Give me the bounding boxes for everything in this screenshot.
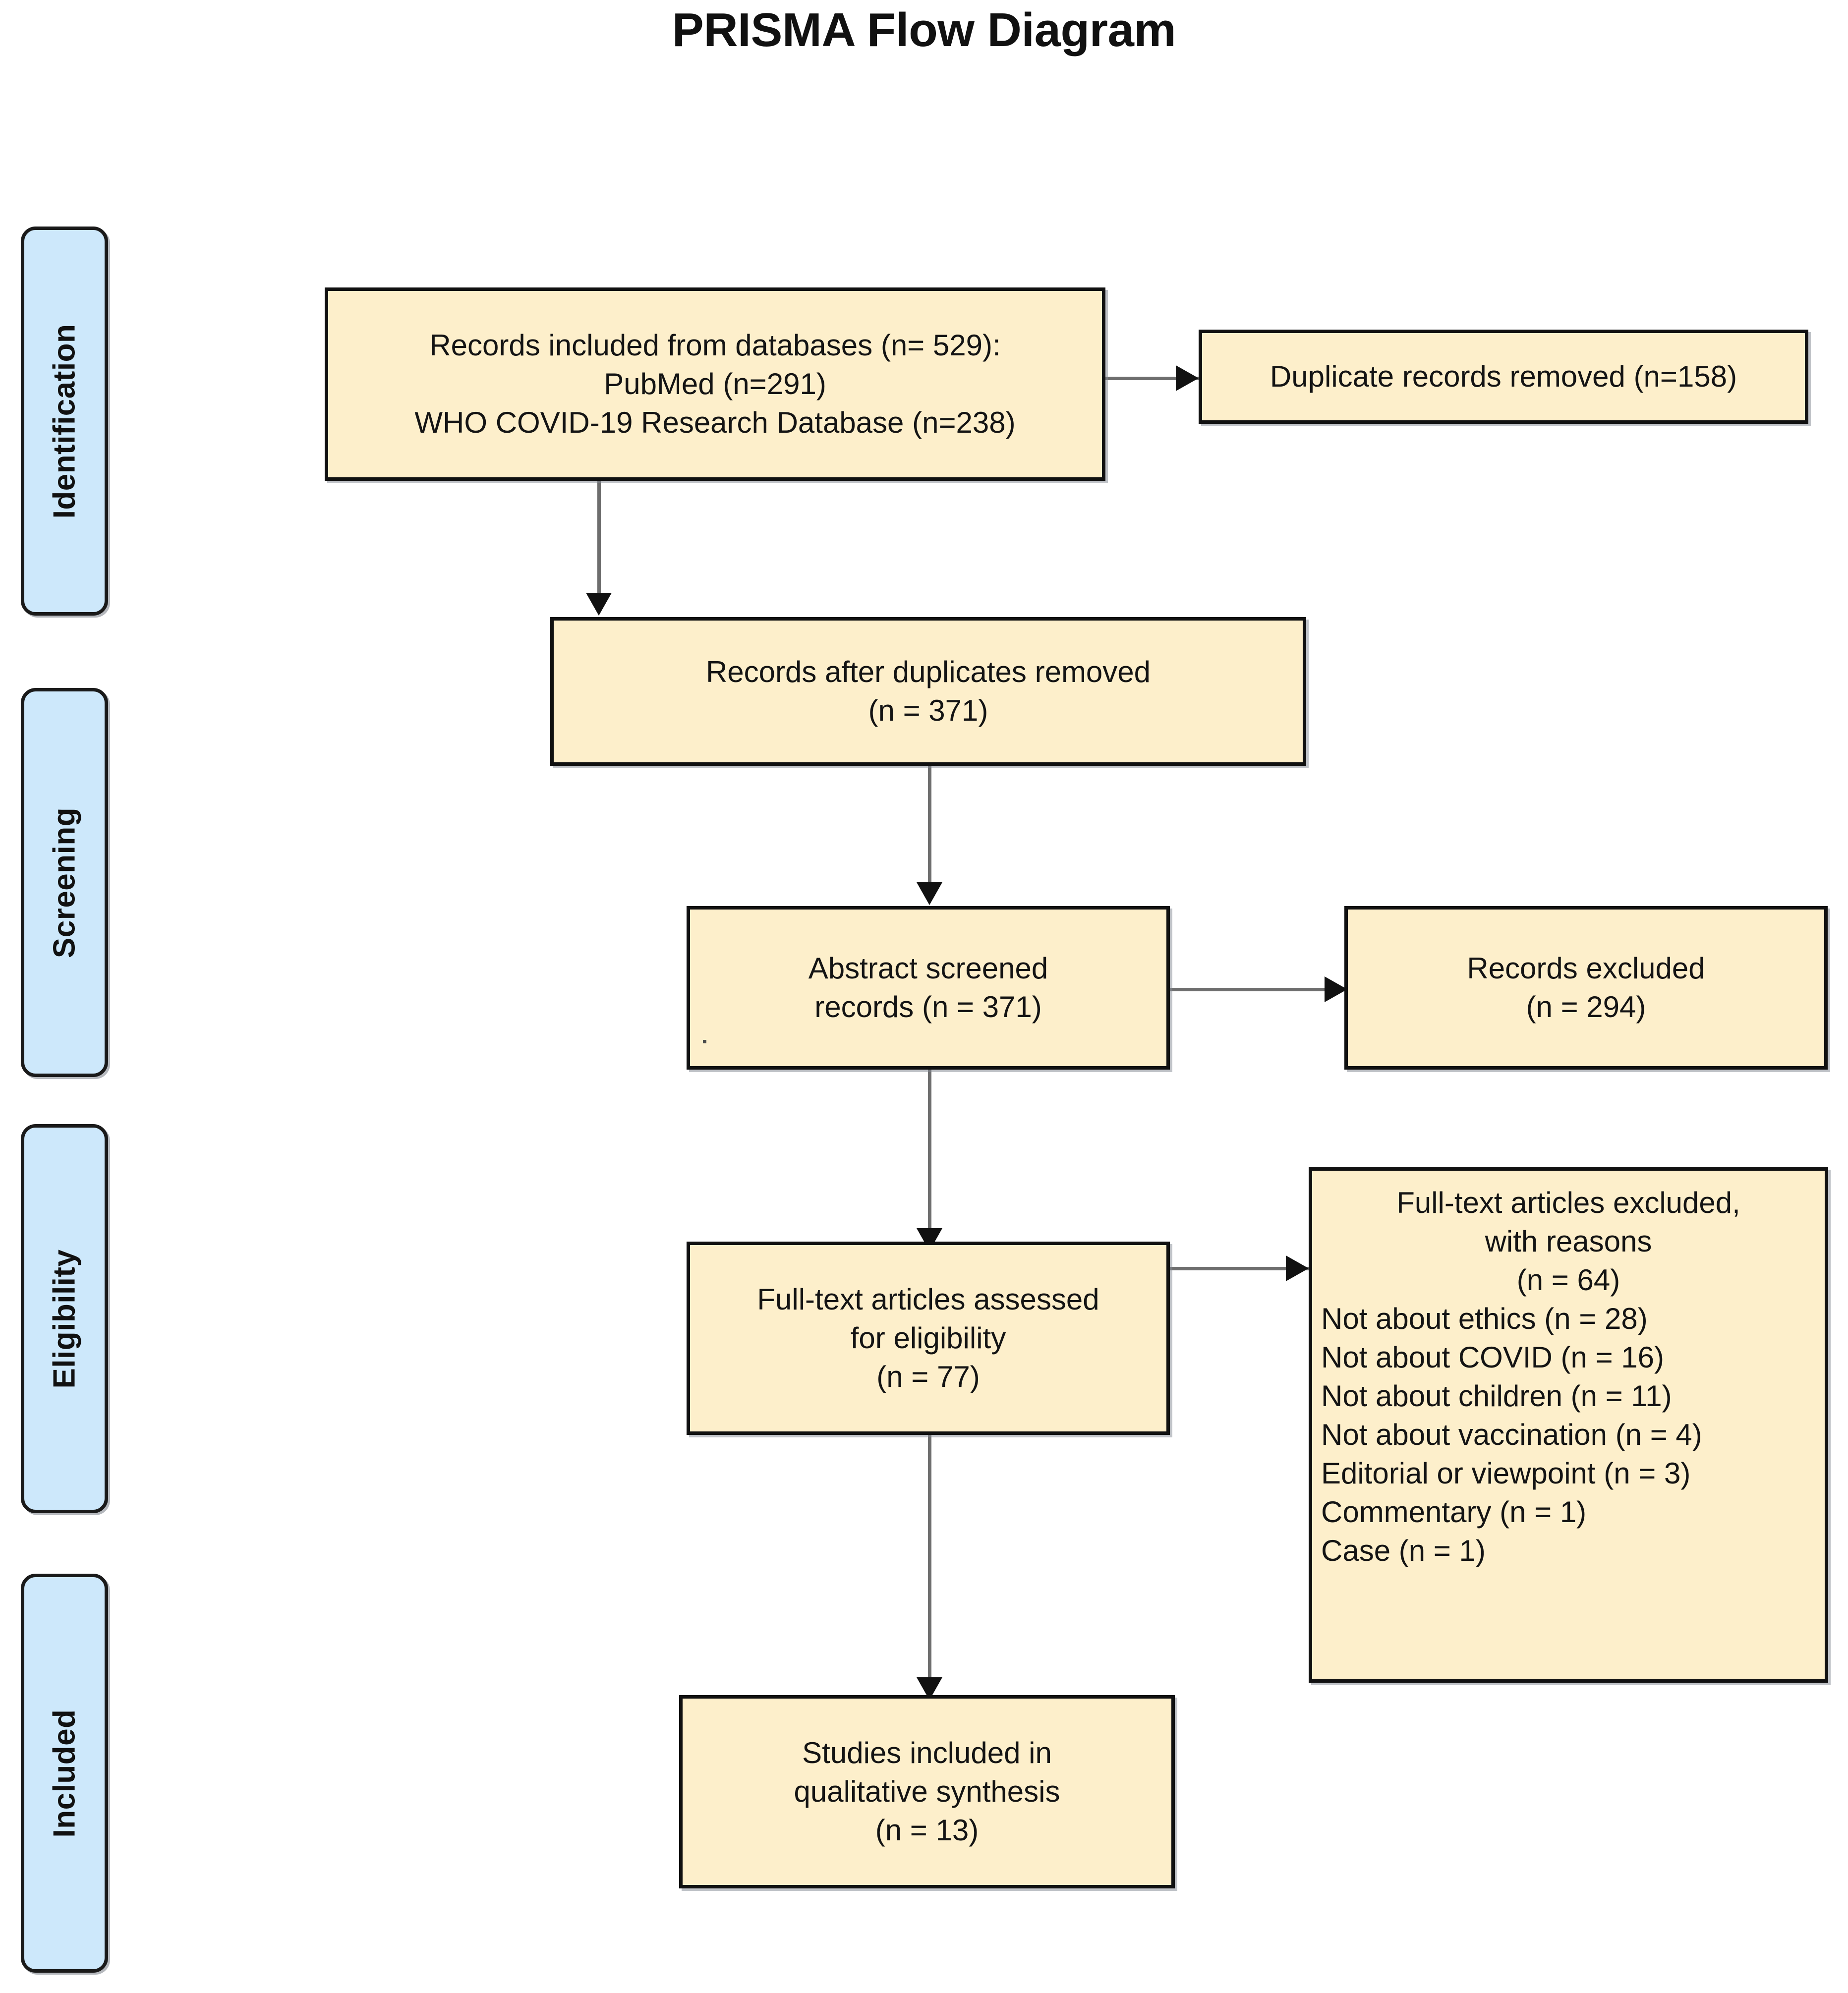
node-line: Records included from databases (n= 529)… <box>429 329 1001 362</box>
node-line: Duplicate records removed (n=158) <box>1270 360 1737 393</box>
node-line: (n = 64) <box>1516 1263 1620 1297</box>
stage-eligibility: Eligibility <box>21 1124 108 1513</box>
node-records-identified: Records included from databases (n= 529)… <box>325 287 1105 481</box>
node-duplicates-removed: Duplicate records removed (n=158) <box>1199 330 1808 424</box>
node-line: Records excluded <box>1467 952 1705 985</box>
node-line: Abstract screened <box>808 952 1048 985</box>
exclusion-reason: Not about children (n = 11) <box>1321 1379 1672 1413</box>
stage-identification: Identification <box>21 227 108 616</box>
node-records-excluded: Records excluded (n = 294) <box>1344 906 1828 1070</box>
node-fulltext-assessed: Full-text articles assessed for eligibil… <box>687 1242 1170 1435</box>
connector-afterdup-to-abstract <box>928 766 931 890</box>
node-line: Full-text articles assessed <box>757 1283 1099 1316</box>
stage-label-eligibility: Eligibility <box>47 1249 82 1389</box>
connector-fulltext-to-included <box>928 1432 931 1695</box>
node-line: (n = 294) <box>1526 990 1646 1024</box>
exclusion-reason: Case (n = 1) <box>1321 1534 1486 1567</box>
stray-period-mark <box>703 1040 706 1043</box>
stage-label-identification: Identification <box>47 324 82 518</box>
connector-fulltext-to-ftexcluded <box>1169 1267 1313 1270</box>
stage-label-included: Included <box>47 1709 82 1837</box>
node-line: (n = 13) <box>875 1814 979 1847</box>
connector-abstract-to-excluded <box>1169 988 1352 991</box>
node-line: with reasons <box>1485 1225 1652 1258</box>
node-line: for eligibility <box>850 1321 1006 1355</box>
arrowhead-identified-to-duplicates <box>1176 365 1199 391</box>
arrowhead-identified-to-afterdup <box>586 593 612 616</box>
connector-identified-to-duplicates <box>1103 377 1202 380</box>
node-records-after-duplicates: Records after duplicates removed (n = 37… <box>550 617 1306 766</box>
exclusion-reason: Not about COVID (n = 16) <box>1321 1341 1664 1374</box>
exclusion-reason: Not about vaccination (n = 4) <box>1321 1418 1702 1451</box>
stage-included: Included <box>21 1574 108 1973</box>
node-line: (n = 371) <box>868 694 988 727</box>
stage-screening: Screening <box>21 688 108 1077</box>
node-line: PubMed (n=291) <box>604 367 826 400</box>
node-fulltext-excluded: Full-text articles excluded, with reason… <box>1309 1167 1828 1683</box>
arrowhead-fulltext-to-ftexcluded <box>1286 1255 1309 1281</box>
node-line: records (n = 371) <box>814 990 1042 1024</box>
page-title: PRISMA Flow Diagram <box>672 3 1176 57</box>
arrowhead-afterdup-to-abstract <box>917 882 942 905</box>
node-abstract-screened: Abstract screened records (n = 371) <box>687 906 1170 1070</box>
node-line: Records after duplicates removed <box>705 655 1151 688</box>
exclusion-reason: Editorial or viewpoint (n = 3) <box>1321 1457 1691 1490</box>
node-line: (n = 77) <box>876 1360 980 1393</box>
node-line: Studies included in <box>802 1736 1052 1769</box>
exclusion-reason: Not about ethics (n = 28) <box>1321 1302 1648 1335</box>
exclusion-reason: Commentary (n = 1) <box>1321 1495 1587 1529</box>
connector-abstract-to-fulltext <box>928 1068 931 1237</box>
node-line: WHO COVID-19 Research Database (n=238) <box>414 406 1016 439</box>
stage-label-screening: Screening <box>47 807 82 958</box>
connector-identified-to-afterdup <box>597 477 601 601</box>
arrowhead-abstract-to-excluded <box>1325 976 1347 1002</box>
node-line: Full-text articles excluded, <box>1396 1186 1740 1219</box>
node-studies-included: Studies included in qualitative synthesi… <box>679 1695 1175 1888</box>
node-line: qualitative synthesis <box>794 1775 1060 1808</box>
